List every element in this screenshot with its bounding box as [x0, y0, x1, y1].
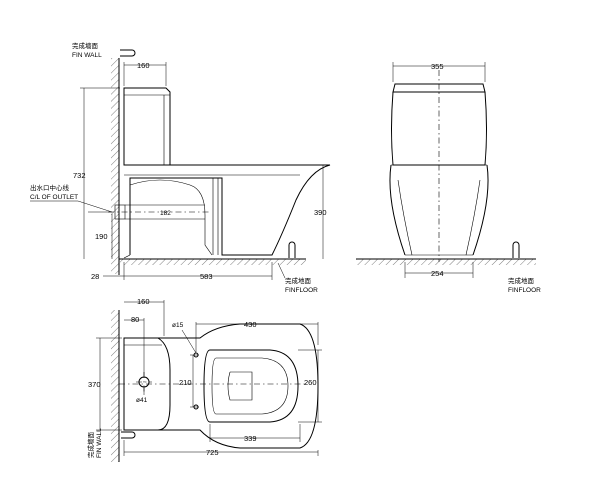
side-elevation: 160 732 190 28 583 390	[30, 41, 331, 294]
dim-370-text: 370	[88, 380, 101, 389]
dim-583: 583	[123, 262, 273, 281]
dim-210-text: 210	[179, 378, 192, 387]
front-bowl-inner	[397, 179, 481, 256]
fin-wall-cn-label: 完成墻面	[72, 41, 99, 50]
outlet-cn-label: 出水口中心线	[30, 183, 70, 192]
dim-390-text: 390	[314, 208, 327, 217]
dim-15-leader	[181, 329, 197, 354]
plan-view: 160 80 ø15 430 370 210	[86, 297, 322, 462]
foot-lines	[212, 178, 219, 255]
dim-160-plan-text: 160	[137, 297, 150, 306]
dim-182-text: 182	[160, 210, 171, 217]
front-floor-hatch	[356, 259, 536, 265]
fin-floor-cn-label-2: 完成地面	[508, 276, 535, 285]
plan-seat-inner	[211, 357, 289, 415]
dim-15-text: ø15	[172, 322, 184, 329]
dim-28-text: 28	[91, 272, 99, 281]
fin-floor-label-1: FINFLOOR	[285, 287, 318, 294]
plan-wall-marker	[121, 431, 136, 439]
outlet-pipe	[114, 204, 126, 220]
dim-583-text: 583	[200, 272, 213, 281]
trapway-curve	[129, 179, 213, 256]
front-floor-flange	[512, 241, 520, 258]
plan-seat-hinge	[227, 371, 253, 401]
dim-254: 254	[404, 262, 474, 278]
wall-label-marker	[120, 49, 136, 57]
outlet-label: C/L OF OUTLET	[30, 194, 78, 201]
plan-wall-hatch	[111, 310, 119, 462]
floor-flange	[288, 241, 296, 258]
fin-floor-cn-label-1: 完成地面	[285, 276, 312, 285]
dim-430-text: 430	[244, 320, 257, 329]
dim-28: 28	[91, 272, 124, 281]
tank-outline	[123, 87, 171, 166]
floor-hatch	[120, 259, 306, 265]
dim-355-text: 355	[431, 62, 444, 71]
base-line	[123, 254, 131, 259]
bowl-outline	[124, 164, 331, 256]
front-elevation: 355 254 完成地面 FINFLOOR	[356, 62, 541, 294]
dim-210: 210	[179, 354, 199, 408]
fin-floor-leader-1	[277, 262, 286, 279]
plan-seat	[203, 349, 299, 423]
dim-725: 725	[123, 440, 319, 457]
dim-355: 355	[392, 62, 486, 82]
dim-430: 430	[195, 320, 319, 352]
dim-41-text: ø41	[136, 397, 148, 404]
dim-732: 732	[73, 87, 120, 259]
dim-390: 390	[300, 164, 328, 259]
outlet-leader	[77, 200, 113, 213]
dim-254-text: 254	[431, 269, 444, 278]
dim-339: 339	[209, 424, 301, 443]
dim-732-text: 732	[73, 171, 86, 180]
plan-fin-wall-label: FIN WALL	[96, 428, 103, 458]
fin-wall-label: FIN WALL	[72, 52, 102, 59]
dim-190-text: 190	[95, 232, 108, 241]
front-bowl-sides	[389, 164, 489, 256]
dim-160-top: 160	[123, 61, 167, 86]
plan-fin-wall-cn-label: 完成墻面	[86, 432, 95, 459]
plan-body	[124, 323, 319, 449]
dim-160-top-text: 160	[137, 61, 150, 70]
dim-260: 260	[298, 349, 322, 423]
dim-80: 80	[124, 315, 145, 376]
dim-260-text: 260	[304, 378, 317, 387]
dim-190: 190	[88, 211, 113, 259]
wall-hatch	[111, 58, 119, 274]
dim-339-text: 339	[244, 434, 257, 443]
dim-370: 370	[88, 337, 122, 431]
dim-160-plan: 160	[124, 297, 165, 336]
dim-725-text: 725	[206, 448, 219, 457]
fin-floor-label-2: FINFLOOR	[508, 287, 541, 294]
dim-80-text: 80	[131, 315, 139, 324]
